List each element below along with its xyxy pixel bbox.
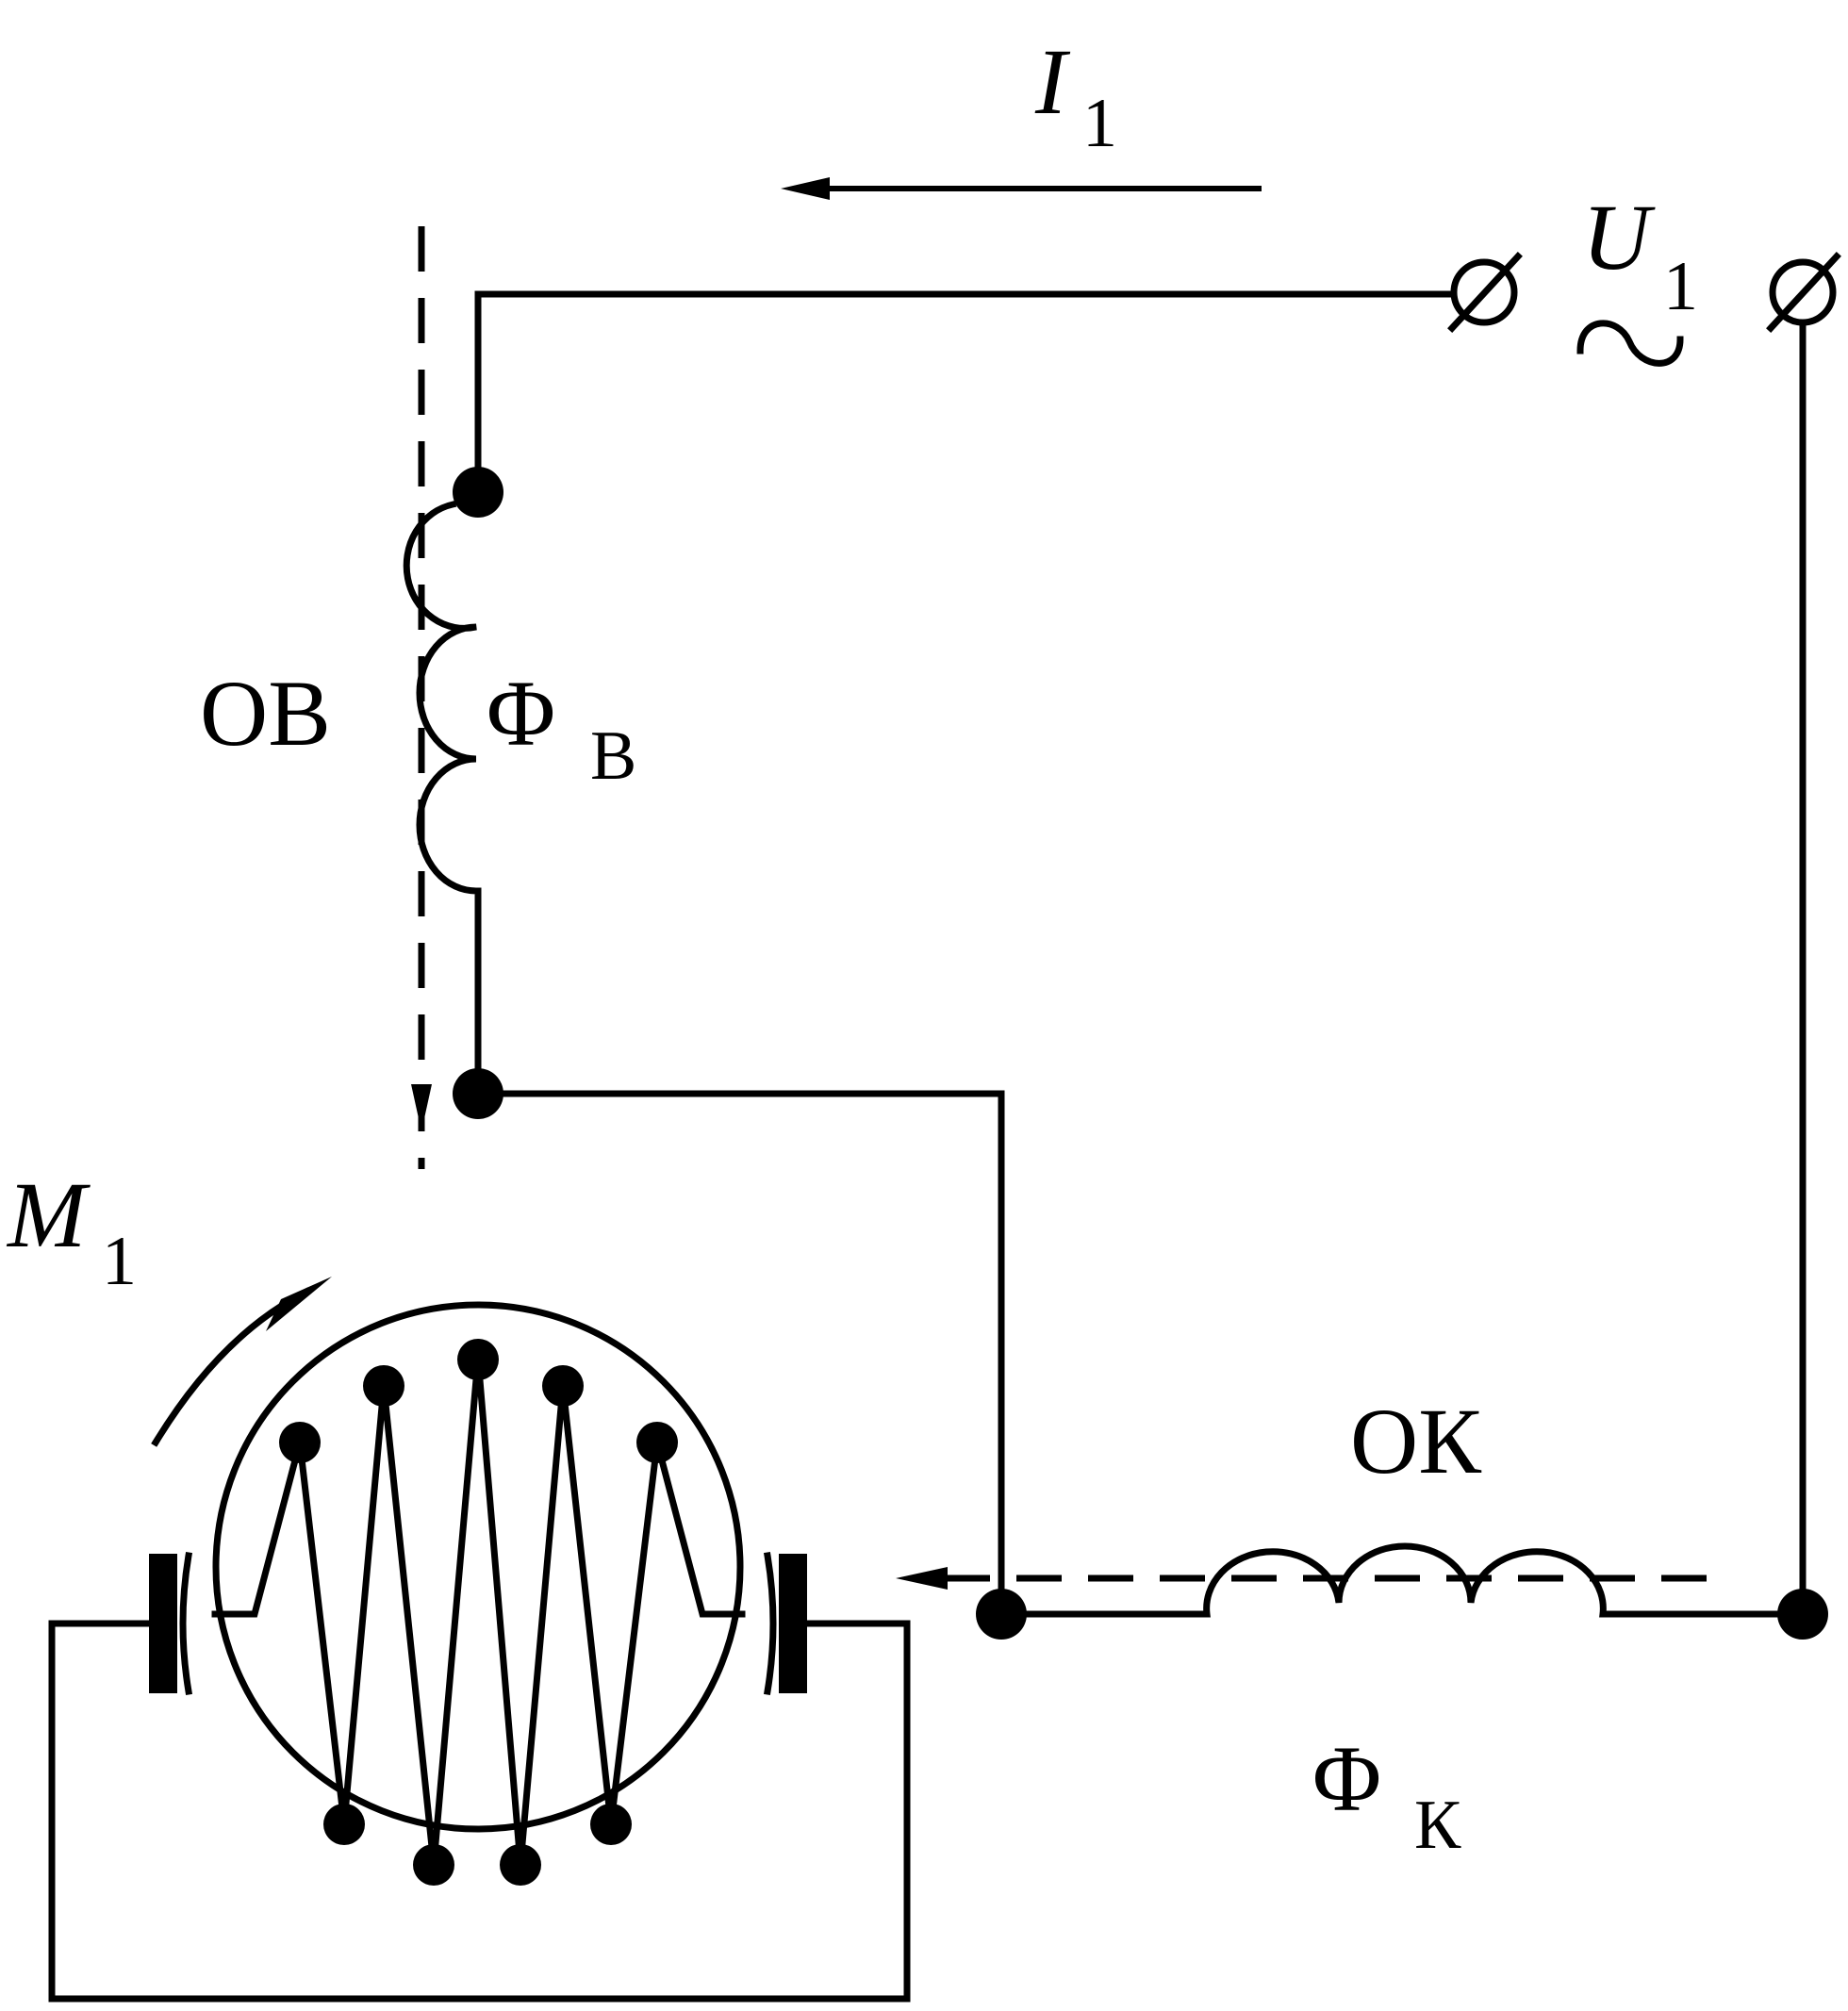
current-label: I xyxy=(1034,29,1071,134)
terminal-left xyxy=(1447,252,1523,333)
terminal-right xyxy=(1766,252,1841,333)
armature xyxy=(211,1301,746,1886)
current-arrow xyxy=(781,177,1262,200)
comp-flux-arrowhead xyxy=(896,1567,948,1590)
ac-tilde-icon xyxy=(1576,320,1684,367)
rotation-arrow xyxy=(151,1277,332,1447)
brush-right xyxy=(763,1551,807,1696)
comp-flux-label: Φ xyxy=(1312,1726,1381,1831)
field-winding-label: ОВ xyxy=(200,661,331,766)
top-supply-wire xyxy=(474,290,1456,499)
brush-left xyxy=(149,1551,193,1696)
comp-winding-label: ОК xyxy=(1350,1389,1482,1493)
comp-winding-coil xyxy=(998,1542,1807,1618)
brush-loop-wire xyxy=(48,1620,911,2003)
field-winding-coil xyxy=(403,496,482,1097)
torque-label: M xyxy=(6,1162,91,1267)
torque-subscript: 1 xyxy=(102,1223,137,1300)
field-to-junction-wire xyxy=(474,1090,1005,1618)
voltage-label: U xyxy=(1582,185,1656,289)
current-subscript: 1 xyxy=(1082,85,1117,162)
field-flux-label: Φ xyxy=(487,661,555,766)
field-winding-node-top xyxy=(453,467,503,518)
field-flux-arrowhead xyxy=(411,1084,432,1131)
field-flux-subscript: В xyxy=(590,717,636,795)
comp-flux-subscript: К xyxy=(1414,1787,1461,1864)
voltage-subscript: 1 xyxy=(1663,248,1698,325)
